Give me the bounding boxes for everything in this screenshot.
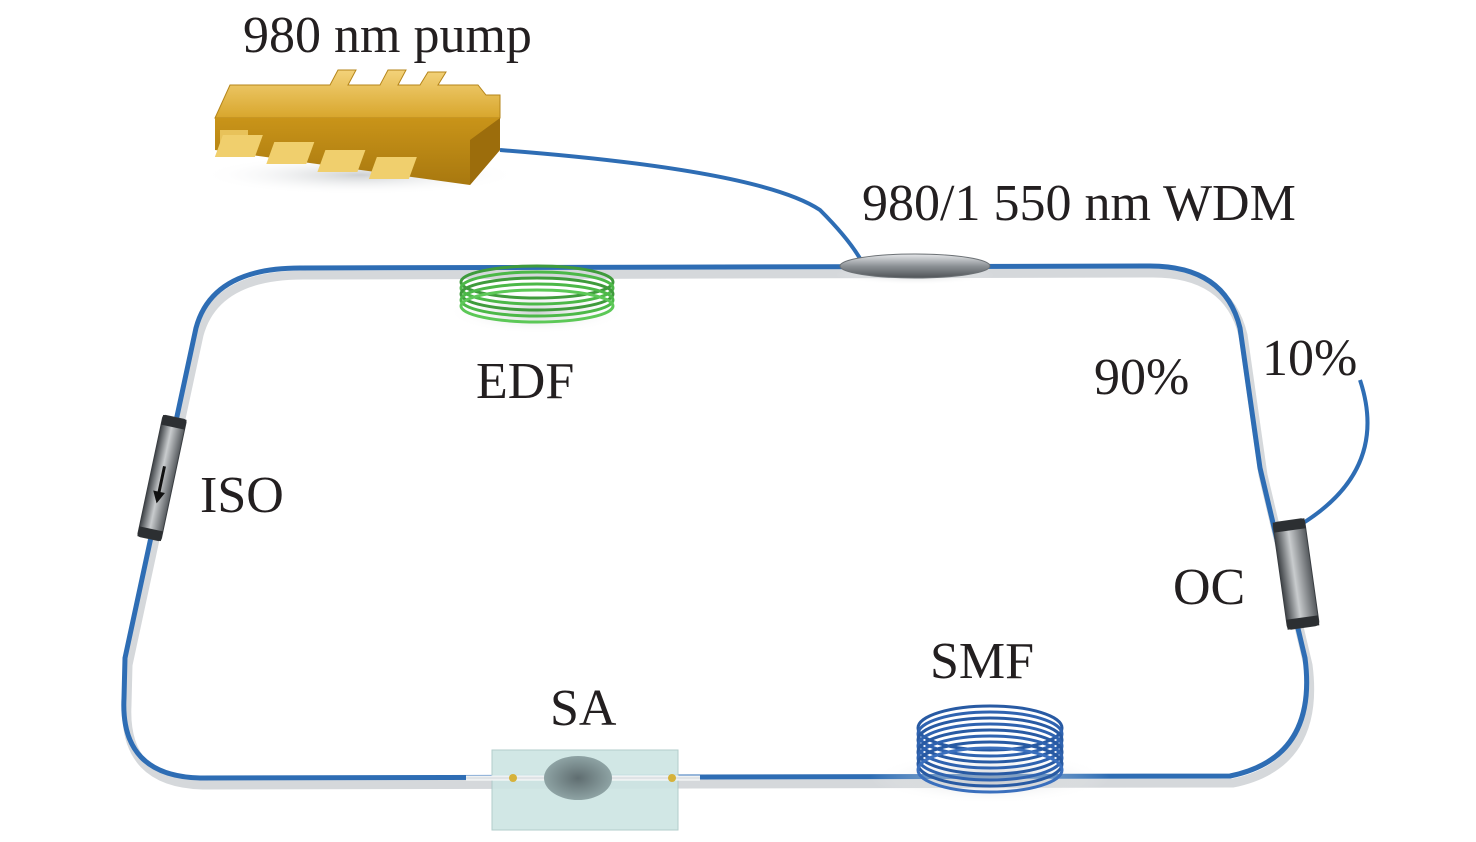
saturable-absorber-icon	[466, 749, 700, 831]
smf-label: SMF	[930, 633, 1035, 690]
output-coupler-icon	[1272, 518, 1320, 630]
sa-label: SA	[550, 680, 617, 737]
wdm-coupler-icon	[835, 253, 995, 285]
edf-coil-icon	[447, 264, 627, 334]
pump-fiber	[499, 148, 864, 263]
oc-label: OC	[1173, 559, 1246, 616]
wdm-label: 980/1 550 nm WDM	[862, 175, 1296, 232]
iso-label: ISO	[200, 467, 284, 524]
fiber-ring	[121, 263, 1310, 781]
ratio-10-label: 10%	[1262, 330, 1358, 387]
ratio-90-label: 90%	[1094, 349, 1190, 406]
output-fiber	[1298, 379, 1370, 527]
edf-label: EDF	[476, 353, 575, 410]
pump-laser-icon	[200, 69, 520, 195]
pump-label: 980 nm pump	[243, 7, 532, 64]
smf-coil-icon	[870, 704, 1110, 804]
isolator-icon	[137, 414, 187, 542]
